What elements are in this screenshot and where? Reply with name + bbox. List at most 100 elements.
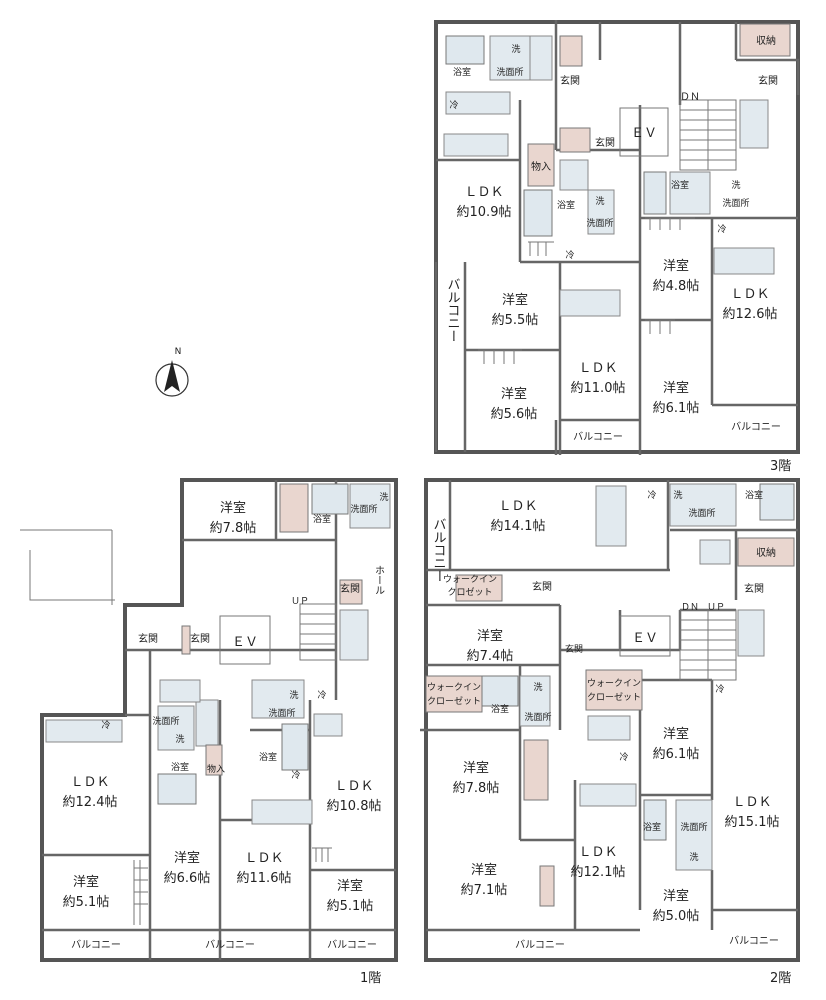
f3-yoshitsu-56-size: 約5.6帖 xyxy=(491,407,538,422)
f1-genkan-c-label: 玄関 xyxy=(190,632,210,645)
f2-ldk-121-label: ＬＤＫ xyxy=(578,845,617,860)
f2-wic-a-line2: クロゼット xyxy=(447,586,492,598)
f1-genkan-b-label: 玄関 xyxy=(138,632,158,645)
f1-yoshitsu-51b-size: 約5.1帖 xyxy=(327,899,374,914)
f1-yoshitsu-66-size: 約6.6帖 xyxy=(164,871,211,886)
f2-yoshitsu-74-size: 約7.4帖 xyxy=(467,649,514,664)
f1-hall-label: ホール xyxy=(373,565,385,595)
f1-ev-label: ＥＶ xyxy=(232,635,258,650)
f2-yoshitsu-50-label: 洋室 xyxy=(663,888,689,904)
f3-ldk-a-label: ＬＤＫ xyxy=(464,185,503,200)
f1-rei-d-label: 冷 xyxy=(101,719,110,731)
f2-sen-b-label: 洗 xyxy=(533,681,542,693)
f2-yoshitsu-78-label: 洋室 xyxy=(463,760,489,776)
f3-senmen-c-label: 洗面所 xyxy=(722,197,749,209)
f2-yoshitsu-71-label: 洋室 xyxy=(471,862,497,878)
f1-senmen-b-label: 洗面所 xyxy=(268,707,295,719)
f1-ldk-108-label: ＬＤＫ xyxy=(334,779,373,794)
f1-yoshitsu-78-size: 約7.8帖 xyxy=(210,521,257,536)
f3-monoire-label: 物入 xyxy=(531,160,551,173)
f1-sen-a-label: 洗 xyxy=(379,491,388,503)
f3-genkan-right-label: 玄関 xyxy=(758,74,778,87)
f3-senmen-b-label: 洗面所 xyxy=(586,217,613,229)
f2-ev-label: ＥＶ xyxy=(632,631,658,646)
f2-yoshitsu-71-size: 約7.1帖 xyxy=(461,883,508,898)
f2-sen-a-label: 洗 xyxy=(673,489,682,501)
f1-yoku-a-label: 浴室 xyxy=(313,513,331,525)
f1-up-label: ＵＰ xyxy=(291,597,309,607)
f3-yoshitsu-55-size: 約5.5帖 xyxy=(492,313,539,328)
f1-ldk-124-label: ＬＤＫ xyxy=(70,775,109,790)
floor-2: ＬＤＫ 約14.1帖 バルコニー 冷 洗 洗面所 浴室 収納 ウォークイン クロ… xyxy=(420,478,800,986)
f3-yoshitsu-55-label: 洋室 xyxy=(502,292,528,308)
f1-senmen-a-label: 洗面所 xyxy=(350,503,377,515)
f3-ldk-b-size: 約11.0帖 xyxy=(571,381,626,396)
f3-yoshitsu-61-label: 洋室 xyxy=(663,380,689,396)
f3-ldk-c-label: ＬＤＫ xyxy=(730,287,769,302)
f1-yoshitsu-78-label: 洋室 xyxy=(220,500,246,516)
f2-senmen-c-label: 洗面所 xyxy=(680,821,707,833)
f3-sen-c-label: 洗 xyxy=(731,179,740,191)
f2-ldk-151-size: 約15.1帖 xyxy=(725,815,780,830)
f1-rei-c-label: 冷 xyxy=(291,769,300,781)
f3-yoku-a-label: 浴室 xyxy=(453,66,471,78)
f2-yoshitsu-78-size: 約7.8帖 xyxy=(453,781,500,796)
floor-3-label: 3階 xyxy=(770,459,791,474)
f1-balcony-b-label: バルコニー xyxy=(205,939,255,951)
f3-ldk-c-size: 約12.6帖 xyxy=(723,307,778,322)
f3-yoshitsu-48-size: 約4.8帖 xyxy=(653,279,700,294)
f1-ldk-116-size: 約11.6帖 xyxy=(237,871,292,886)
f1-yoshitsu-51a-label: 洋室 xyxy=(73,874,99,890)
f1-balcony-c-label: バルコニー xyxy=(327,939,377,951)
f2-shuno-label: 収納 xyxy=(756,546,776,559)
f2-rei-c-label: 冷 xyxy=(619,751,628,763)
compass-label: N xyxy=(175,347,182,357)
f3-shuno-label: 収納 xyxy=(756,34,776,47)
f1-yoshitsu-51b-label: 洋室 xyxy=(337,878,363,894)
f3-rei-c-label: 冷 xyxy=(717,223,726,235)
f3-genkan-top-label: 玄関 xyxy=(560,74,580,87)
f2-genkan-right-label: 玄関 xyxy=(744,582,764,595)
f3-genkan-mid-label: 玄関 xyxy=(595,136,615,149)
f2-balcony-a-label: バルコニー xyxy=(515,939,565,951)
f2-yoku-c-label: 浴室 xyxy=(643,821,661,833)
f3-yoshitsu-61-size: 約6.1帖 xyxy=(653,401,700,416)
f3-ev-label: ＥＶ xyxy=(631,126,657,141)
floor-1-label: 1階 xyxy=(360,971,381,986)
f2-ldk-151-label: ＬＤＫ xyxy=(732,795,771,810)
f1-monoire-label: 物入 xyxy=(207,763,225,775)
f2-rei-b-label: 冷 xyxy=(715,683,724,695)
f2-senmen-b-label: 洗面所 xyxy=(524,711,551,723)
f2-ldk-141-size: 約14.1帖 xyxy=(491,519,546,534)
f1-ldk-116-label: ＬＤＫ xyxy=(244,851,283,866)
f1-sen-d-label: 洗 xyxy=(175,733,184,745)
f3-balcony-mid-label: バルコニー xyxy=(573,431,623,443)
f2-yoshitsu-61-size: 約6.1帖 xyxy=(653,747,700,762)
f2-sen-c-label: 洗 xyxy=(689,851,698,863)
f2-yoku-a-label: 浴室 xyxy=(745,489,763,501)
f1-yoshitsu-66-label: 洋室 xyxy=(174,850,200,866)
f1-rei-b-label: 冷 xyxy=(317,689,326,701)
f2-yoshitsu-61-label: 洋室 xyxy=(663,726,689,742)
f3-sen-b-label: 洗 xyxy=(595,195,604,207)
f1-ldk-124-size: 約12.4帖 xyxy=(63,795,118,810)
f1-balcony-a-label: バルコニー xyxy=(71,939,121,951)
f2-yoshitsu-50-size: 約5.0帖 xyxy=(653,909,700,924)
f3-dn-label: ＤＮ xyxy=(680,92,700,103)
f1-senmen-d-label: 洗面所 xyxy=(152,715,179,727)
f3-balcony-right-label: バルコニー xyxy=(731,421,781,433)
f2-genkan-a-label: 玄関 xyxy=(532,580,552,593)
f2-wic-c-line1: ウォークイン xyxy=(587,678,641,689)
f2-wic-b-line1: ウォークイン xyxy=(427,682,481,693)
bathtub-icon xyxy=(445,35,485,65)
f2-ldk-121-size: 約12.1帖 xyxy=(571,865,626,880)
f3-ldk-b-label: ＬＤＫ xyxy=(578,361,617,376)
f2-yoku-b-label: 浴室 xyxy=(491,703,509,715)
f3-ldk-a-size: 約10.9帖 xyxy=(457,205,512,220)
f2-yoshitsu-74-label: 洋室 xyxy=(477,628,503,644)
f1-yoshitsu-51a-size: 約5.1帖 xyxy=(63,895,110,910)
f1-ldk-108-size: 約10.8帖 xyxy=(327,799,382,814)
f2-wic-a-line1: ウォークイン xyxy=(443,574,497,585)
f3-rei-a-label: 冷 xyxy=(449,99,458,111)
f2-wic-c-line2: クローゼット xyxy=(587,691,641,703)
